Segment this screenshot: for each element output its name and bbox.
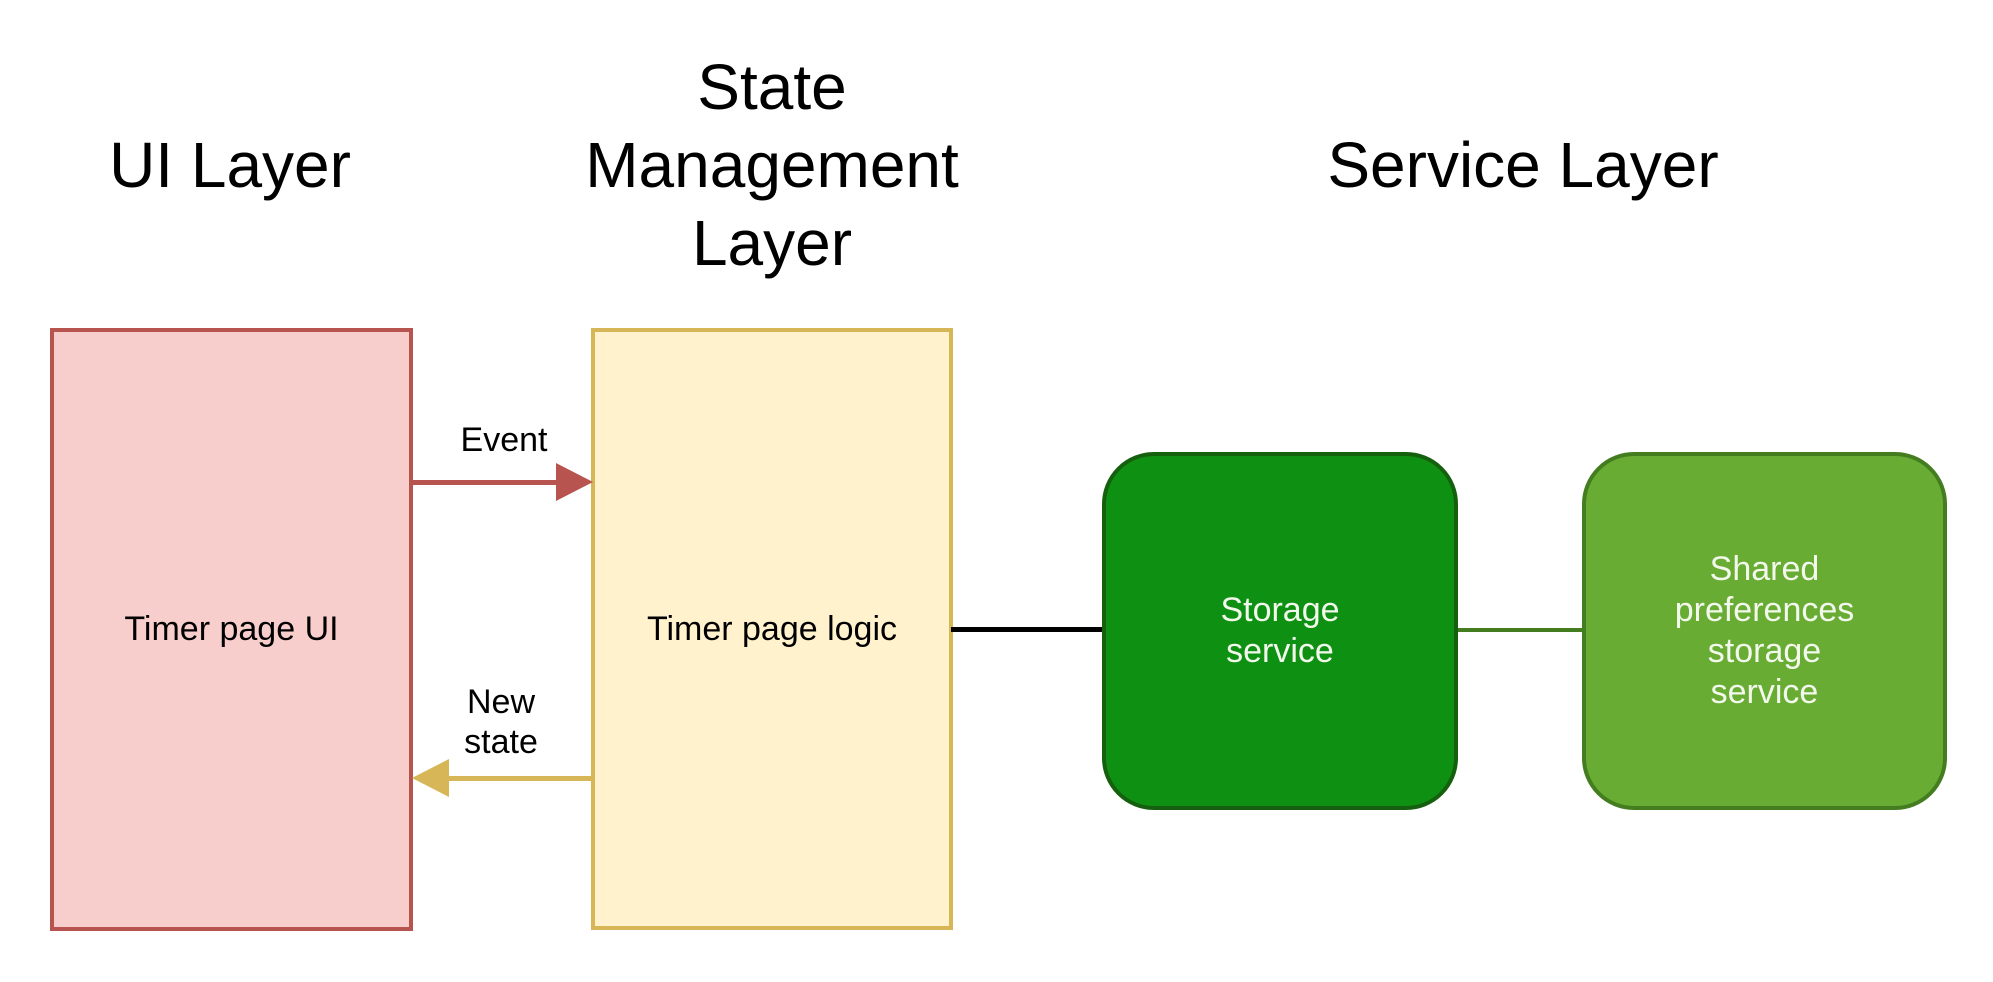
edge-new-state-line (447, 776, 592, 781)
layer-title-state-management: State Management Layer (585, 51, 959, 279)
node-timer-page-ui: Timer page UI (50, 328, 413, 931)
layer-title-ui: UI Layer (109, 129, 351, 201)
edge-storage-to-sharedprefs-line (1458, 628, 1582, 632)
edge-new-state-arrowhead-left-icon (412, 759, 449, 797)
node-shared-preferences-storage-service: Shared preferences storage service (1582, 452, 1947, 810)
node-timer-page-logic-label: Timer page logic (646, 609, 898, 648)
edge-event-line (413, 480, 559, 485)
edge-new-state-label: New state (464, 683, 538, 761)
node-timer-page-logic: Timer page logic (591, 328, 953, 930)
layer-title-service: Service Layer (1327, 129, 1719, 201)
node-timer-page-ui-label: Timer page UI (124, 610, 339, 648)
node-shared-preferences-storage-service-label: Shared preferences storage service (1674, 550, 1855, 711)
edge-event-arrowhead-right-icon (556, 463, 593, 501)
edge-logic-to-storage-line (951, 627, 1102, 632)
edge-event-label: Event (460, 421, 548, 459)
node-storage-service: Storage service (1102, 452, 1458, 810)
node-storage-service-label: Storage service (1220, 591, 1340, 670)
